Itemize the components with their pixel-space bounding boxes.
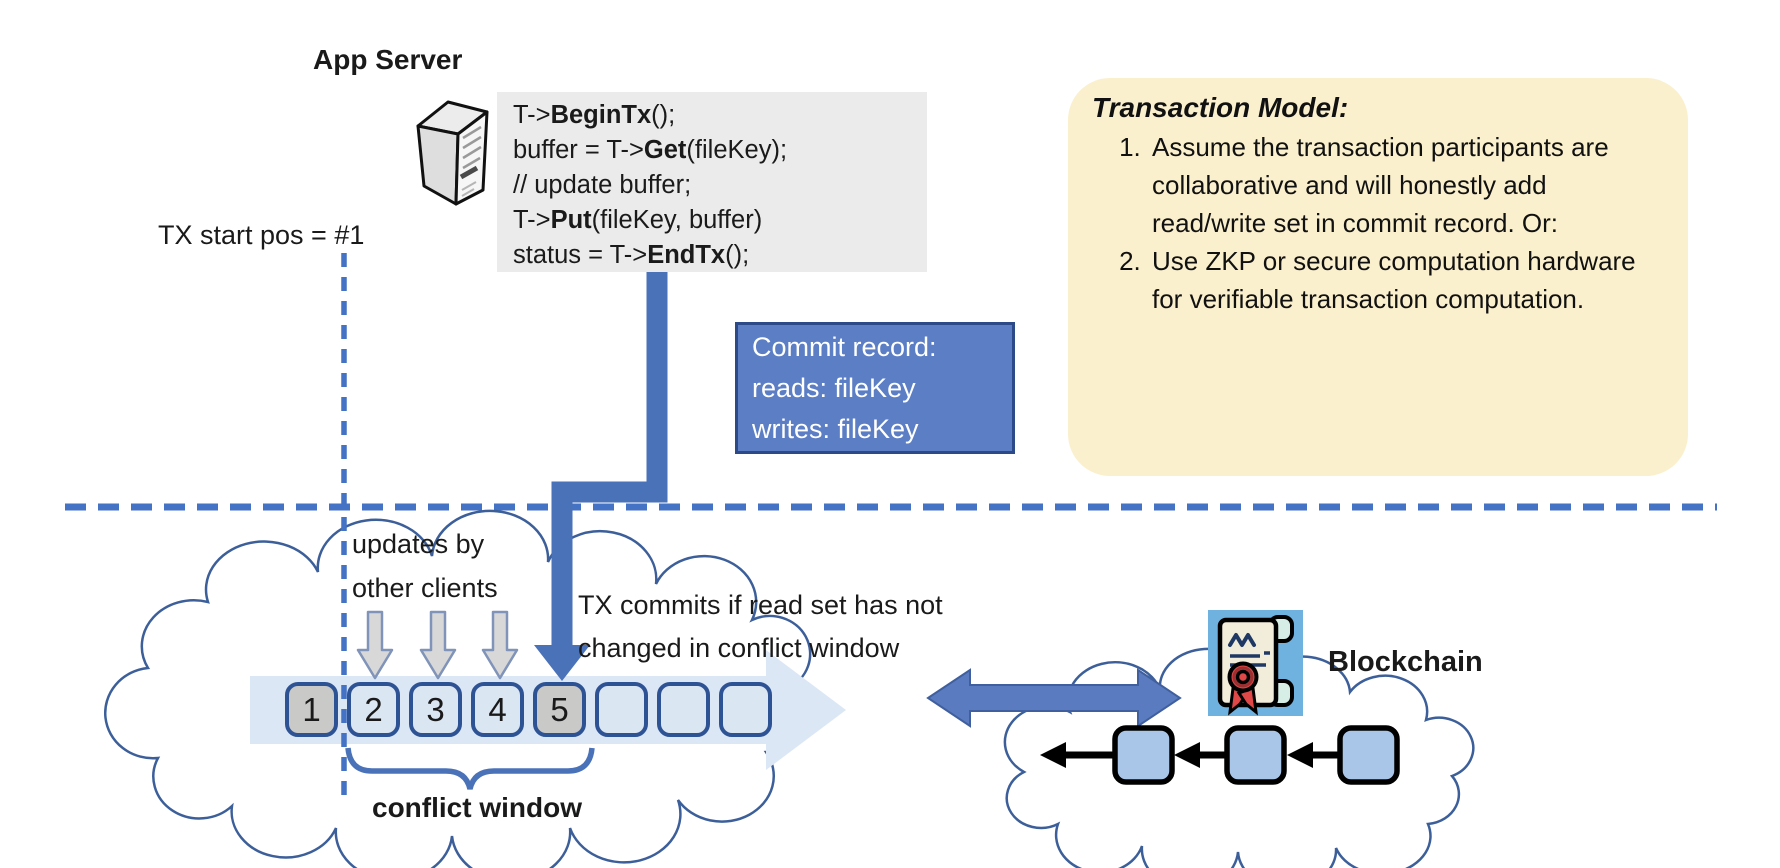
code-line: T->Put(fileKey, buffer) — [513, 206, 763, 234]
ledger-block-empty — [595, 682, 648, 737]
ledger-block-2: 2 — [347, 682, 400, 737]
ledger-block-1: 1 — [285, 682, 338, 737]
transaction-code-block: T->BeginTx(); buffer = T->Get(fileKey); … — [497, 92, 927, 272]
server-icon — [416, 100, 489, 206]
tx-start-pos-label: TX start pos = #1 — [158, 220, 365, 250]
chain-blocks — [1040, 725, 1400, 785]
updates-by-other-clients-label: updates by other clients — [352, 529, 498, 603]
ledger-block-4: 4 — [471, 682, 524, 737]
commit-record-writes: writes: fileKey — [752, 414, 919, 444]
commit-record-reads: reads: fileKey — [752, 373, 916, 403]
ledger-block-3: 3 — [409, 682, 462, 737]
transaction-model-item: Assume the transaction participants are … — [1148, 128, 1660, 242]
commit-elbow-arrow — [534, 268, 668, 681]
ledger-block-empty — [657, 682, 710, 737]
transaction-model-note: Transaction Model: Assume the transactio… — [1068, 78, 1688, 476]
ledger-block-5: 5 — [533, 682, 586, 737]
code-line: T->BeginTx(); — [513, 101, 676, 129]
conflict-window-brace — [345, 747, 595, 790]
commit-record-box: Commit record: reads: fileKey writes: fi… — [735, 322, 1015, 454]
code-line: buffer = T->Get(fileKey); — [513, 136, 788, 164]
app-server-label: App Server — [313, 44, 463, 75]
transaction-model-item: Use ZKP or secure computation hardware f… — [1148, 242, 1660, 318]
blockchain-label: Blockchain — [1328, 646, 1483, 678]
transaction-model-title: Transaction Model: — [1092, 92, 1349, 123]
code-line: status = T->EndTx(); — [513, 241, 750, 269]
code-line: // update buffer; — [513, 171, 692, 199]
commit-record-title: Commit record: — [752, 332, 937, 362]
sync-double-arrow — [926, 668, 1182, 728]
ledger-block-empty — [719, 682, 772, 737]
certificate-icon — [1208, 610, 1303, 716]
update-arrow-icon — [356, 610, 519, 680]
transaction-model-list: Assume the transaction participants are … — [1092, 128, 1660, 318]
tx-commits-label: TX commits if read set has not changed i… — [578, 590, 943, 663]
conflict-window-label: conflict window — [372, 792, 582, 823]
